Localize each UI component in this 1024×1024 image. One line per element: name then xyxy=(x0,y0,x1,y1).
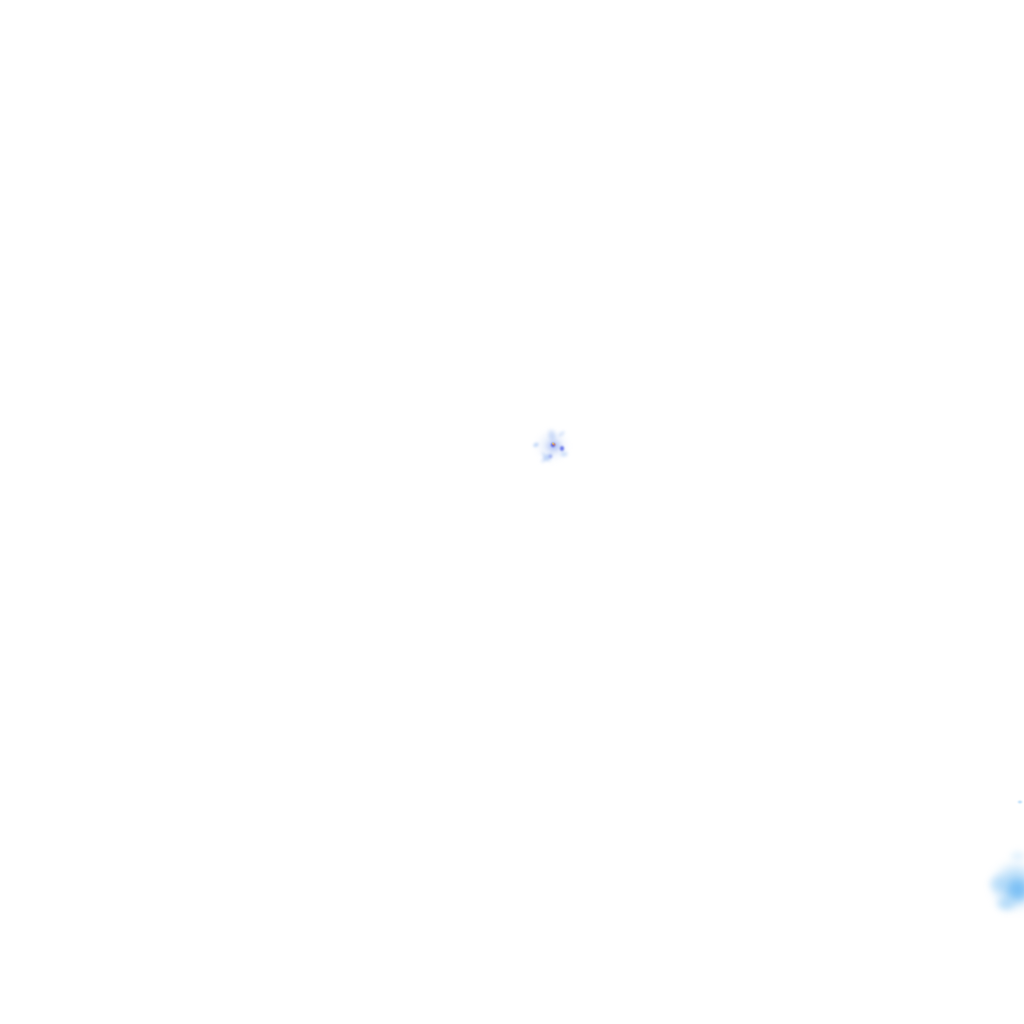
precip-blob-br-cloud-main xyxy=(990,860,1024,912)
precip-blob-br-cloud-bottom-lobe xyxy=(994,895,1018,913)
precip-blob-center-cell-dot-crossing xyxy=(548,454,553,459)
precip-blob-center-cell-top-tendril xyxy=(544,426,559,444)
precip-blob-right-edge-speck xyxy=(1017,799,1023,805)
precip-blob-center-cell-haze xyxy=(535,430,569,462)
precip-blob-br-cloud-top-wisp xyxy=(1008,849,1024,863)
precip-blob-center-cell-dark-dot-west xyxy=(549,441,556,448)
precip-blob-center-cell-core-orange xyxy=(552,442,556,446)
precip-blob-center-cell-arm-sw xyxy=(537,448,557,466)
precip-blob-center-cell-mid-patch xyxy=(545,439,563,453)
precip-blob-center-cell-left-speck xyxy=(530,440,541,449)
precip-blob-center-cell-topright-spur xyxy=(554,428,568,440)
precip-blob-center-cell-arm-se xyxy=(537,449,554,465)
precip-blob-center-cell-core-yellow xyxy=(551,442,555,445)
precip-blob-center-cell-dark-dot-east xyxy=(559,445,565,452)
precip-blob-br-cloud-core xyxy=(1004,876,1024,904)
precip-blob-center-cell-right-lobe xyxy=(559,450,569,458)
precip-blob-br-cloud-left-bump xyxy=(987,873,1011,895)
